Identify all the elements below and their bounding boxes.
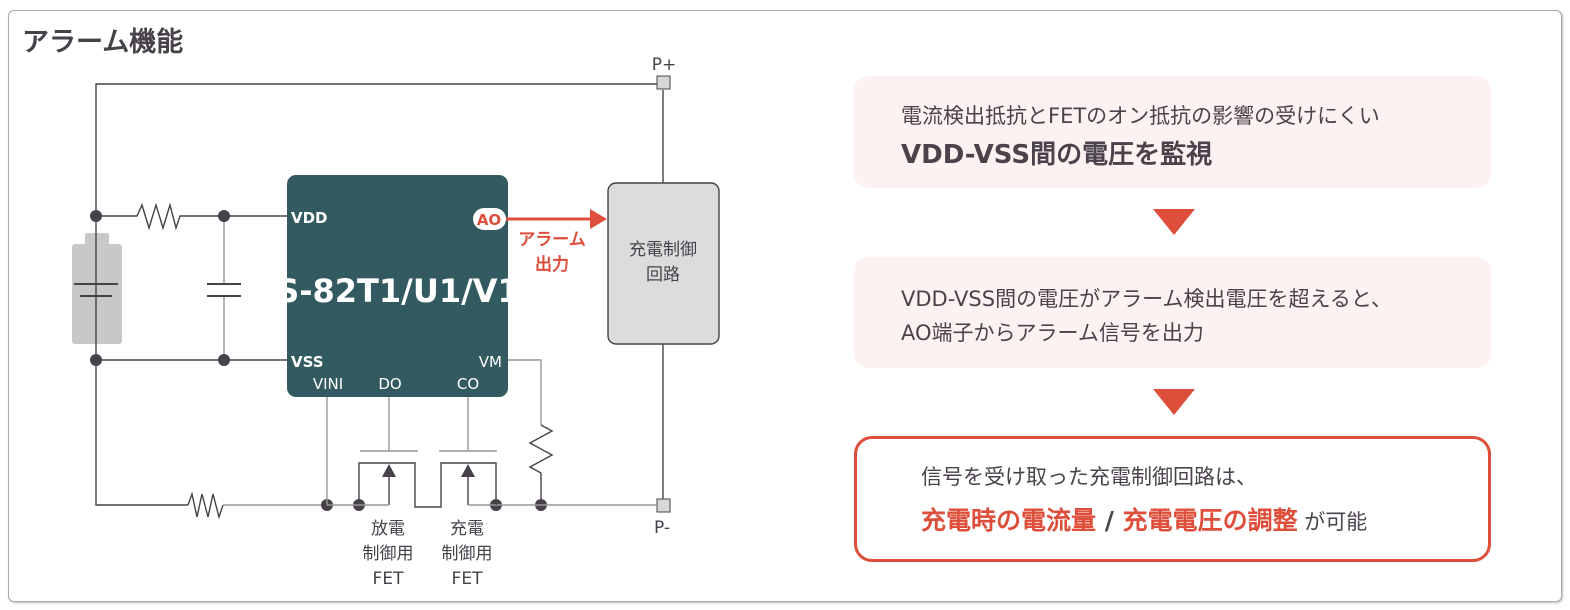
battery-icon (72, 216, 122, 360)
charge-control-label-line1: 充電制御 (629, 240, 697, 260)
flow-step-2-line1: VDD-VSS間の電圧がアラーム検出電圧を超えると、 (901, 287, 1392, 311)
junction-dot (90, 210, 102, 222)
fet-discharge-arrow-icon (382, 464, 396, 477)
flow-step-3-line2: 充電時の電流量 / 充電電圧の調整 が可能 (921, 501, 1367, 537)
flow-arrow-down-icon (1153, 209, 1195, 235)
flow-step-3: 信号を受け取った充電制御回路は、 充電時の電流量 / 充電電圧の調整 が可能 (854, 436, 1491, 562)
resistor-vm (528, 424, 554, 474)
ic-pin-vss: VSS (291, 353, 324, 371)
resistor-sense (187, 491, 224, 520)
charge-control-box (607, 182, 720, 345)
flow-step-1-line1: 電流検出抵抗とFETのオン抵抗の影響の受けにくい (901, 104, 1380, 128)
ic-pin-ao: AO (477, 211, 501, 229)
ic-part-number: S-82T1/U1/V1 (276, 272, 520, 310)
junction-dot (218, 210, 230, 222)
highlight-charge-voltage: 充電電圧の調整 (1122, 506, 1298, 535)
fet-discharge-label-line2: 制御用 (363, 544, 414, 564)
terminal-p-plus (656, 75, 671, 90)
ic-pin-vdd: VDD (291, 209, 328, 227)
fet-discharge-channel (358, 462, 497, 508)
charge-control-label-line2: 回路 (646, 265, 680, 285)
ao-badge (473, 208, 506, 230)
capacitor-icon (207, 283, 241, 297)
flow-step-2: VDD-VSS間の電圧がアラーム検出電圧を超えると、 AO端子からアラーム信号を… (854, 257, 1491, 368)
terminal-p-minus (656, 498, 671, 513)
resistor-vdd (132, 202, 184, 231)
separator: / (1096, 506, 1123, 535)
fet-charge-arrow-icon (461, 464, 475, 477)
flow-step-1: 電流検出抵抗とFETのオン抵抗の影響の受けにくい VDD-VSS間の電圧を監視 (854, 76, 1491, 188)
highlight-charge-current: 充電時の電流量 (921, 506, 1097, 535)
page-title: アラーム機能 (22, 27, 184, 58)
terminal-p-minus-label: P- (654, 518, 670, 538)
ic-pin-co: CO (457, 375, 479, 393)
terminal-p-plus-label: P+ (652, 55, 677, 75)
junction-dot (90, 354, 102, 366)
ic-chip (287, 175, 508, 397)
alarm-output-label-line1: アラーム (518, 230, 586, 250)
junction-dot (218, 354, 230, 366)
flow-step-3-line1: 信号を受け取った充電制御回路は、 (921, 465, 1257, 489)
wire-vm (508, 359, 542, 425)
fet-discharge-label-line3: FET (373, 569, 405, 589)
flow-arrow-down-icon (1153, 389, 1195, 415)
alarm-output-label-line2: 出力 (535, 254, 569, 275)
fet-charge-label-line2: 制御用 (442, 544, 493, 564)
fet-charge-label-line1: 充電 (450, 519, 484, 539)
suffix-text: が可能 (1297, 510, 1368, 534)
flow-step-1-line2: VDD-VSS間の電圧を監視 (901, 140, 1213, 170)
alarm-arrow-head (590, 209, 607, 229)
flow-step-2-line2: AO端子からアラーム信号を出力 (901, 321, 1204, 345)
wire-top (95, 83, 662, 216)
ic-pin-do: DO (378, 375, 401, 393)
fet-discharge-label-line1: 放電 (371, 519, 405, 539)
ic-pin-vm: VM (479, 353, 502, 371)
wire-left-bottom (95, 360, 188, 506)
fet-charge-label-line3: FET (452, 569, 484, 589)
ic-pin-vini: VINI (313, 375, 343, 393)
